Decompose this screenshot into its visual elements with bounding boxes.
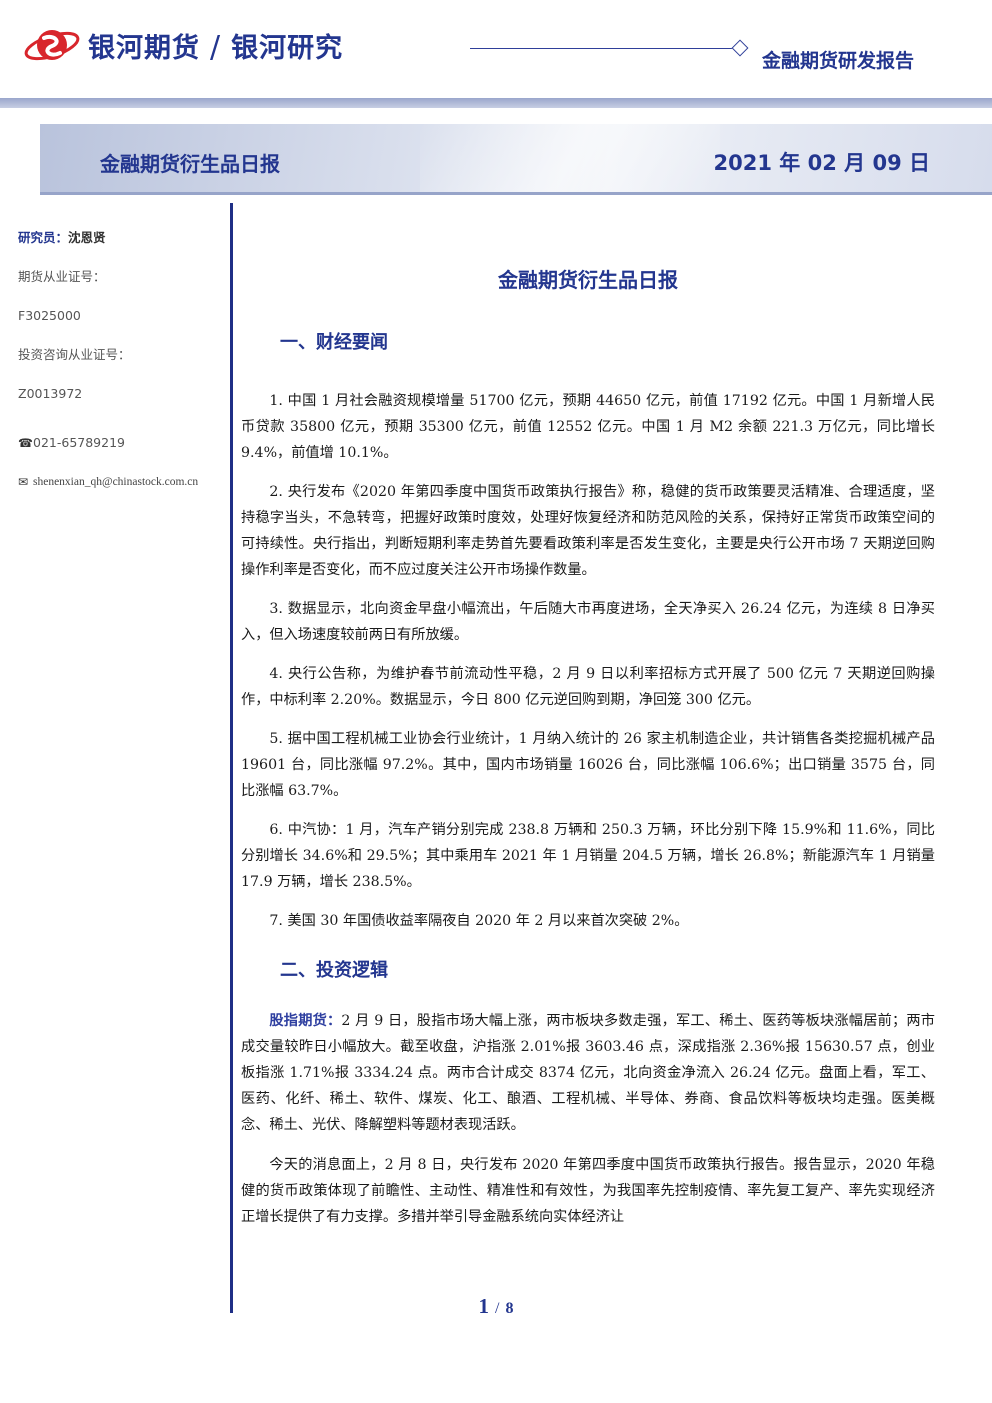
logic-paragraph-2: 今天的消息面上，2 月 8 日，央行发布 2020 年第四季度中国货币政策执行报… — [241, 1157, 935, 1225]
news-item: 2. 央行发布《2020 年第四季度中国货币政策执行报告》称，稳健的货币政策要灵… — [241, 484, 935, 578]
banner-title: 金融期货衍生品日报 — [100, 152, 280, 176]
brand-primary: 银河期货 — [88, 33, 200, 64]
phone-icon: ☎ — [18, 435, 33, 450]
phone-number: 021-65789219 — [33, 434, 125, 450]
main-content: 金融期货衍生品日报 一、财经要闻 1. 中国 1 月社会融资规模增量 51700… — [241, 262, 935, 1230]
page-current: 1 — [478, 1294, 490, 1318]
page-separator: / — [495, 1300, 500, 1317]
report-date: 2021 年 02 月 09 日 — [713, 151, 930, 175]
galaxy-logo-icon — [24, 30, 80, 61]
envelope-icon: ✉ — [18, 474, 29, 489]
report-type: 金融期货研发报告 — [762, 50, 915, 72]
phone-row: ☎021-65789219 — [18, 423, 228, 462]
page-header: 银河期货 / 银河研究 金融期货研发报告 — [0, 0, 992, 100]
news-item: 3. 数据显示，北向资金早盘小幅流出，午后随大市再度进场，全天净买入 26.24… — [241, 601, 935, 643]
email-address[interactable]: shenenxian_qh@chinastock.com.cn — [33, 475, 199, 488]
news-item: 4. 央行公告称，为维护春节前流动性平稳，2 月 9 日以利率招标方式开展了 5… — [241, 666, 935, 708]
futures-cert-label: 期货从业证号： — [18, 269, 106, 284]
title-banner: 金融期货衍生品日报 2021 年 02 月 09 日 — [40, 124, 992, 194]
stock-index-futures-label: 股指期货： — [269, 1013, 342, 1029]
news-item: 6. 中汽协：1 月，汽车产销分别完成 238.8 万辆和 250.3 万辆，环… — [241, 822, 935, 890]
futures-cert-number: F3025000 — [18, 308, 81, 323]
logic-paragraph: 股指期货：2 月 9 日，股指市场大幅上涨，两市板块多数走强，军工、稀土、医药等… — [241, 1008, 935, 1138]
analyst-label: 研究员： — [18, 230, 69, 245]
analyst-sidebar: 研究员：沈恩贤 期货从业证号： F3025000 投资咨询从业证号： Z0013… — [18, 228, 228, 501]
brand-secondary: 银河研究 — [231, 33, 344, 64]
news-item: 1. 中国 1 月社会融资规模增量 51700 亿元，预期 44650 亿元，前… — [241, 393, 935, 461]
logic-text: 2 月 9 日，股指市场大幅上涨，两市板块多数走强，军工、稀土、医药等板块涨幅居… — [241, 1013, 935, 1133]
header-rule — [470, 48, 732, 49]
vertical-divider — [230, 203, 233, 1313]
document-title: 金融期货衍生品日报 — [498, 268, 678, 292]
banner-underline — [40, 192, 992, 195]
news-item: 5. 据中国工程机械工业协会行业统计，1 月纳入统计的 26 家主机制造企业，共… — [241, 731, 935, 799]
section-heading-news: 一、财经要闻 — [280, 332, 388, 353]
diamond-icon — [731, 39, 749, 57]
page-total: 8 — [505, 1300, 514, 1317]
banner-shine — [420, 124, 720, 194]
analyst-name: 沈恩贤 — [68, 230, 106, 245]
news-item: 7. 美国 30 年国债收益率隔夜自 2020 年 2 月以来首次突破 2%。 — [269, 913, 689, 929]
brand-name: 银河期货 / 银河研究 — [88, 26, 343, 65]
advisory-cert-label: 投资咨询从业证号： — [18, 347, 131, 362]
section-heading-logic: 二、投资逻辑 — [280, 960, 388, 981]
header-stripe — [0, 98, 992, 108]
email-row: ✉ shenenxian_qh@chinastock.com.cn — [18, 462, 228, 501]
brand-slash: / — [210, 30, 222, 65]
page-number: 1 / 8 — [0, 1294, 992, 1319]
analyst-row: 研究员：沈恩贤 — [18, 228, 228, 267]
advisory-cert-number: Z0013972 — [18, 386, 83, 401]
